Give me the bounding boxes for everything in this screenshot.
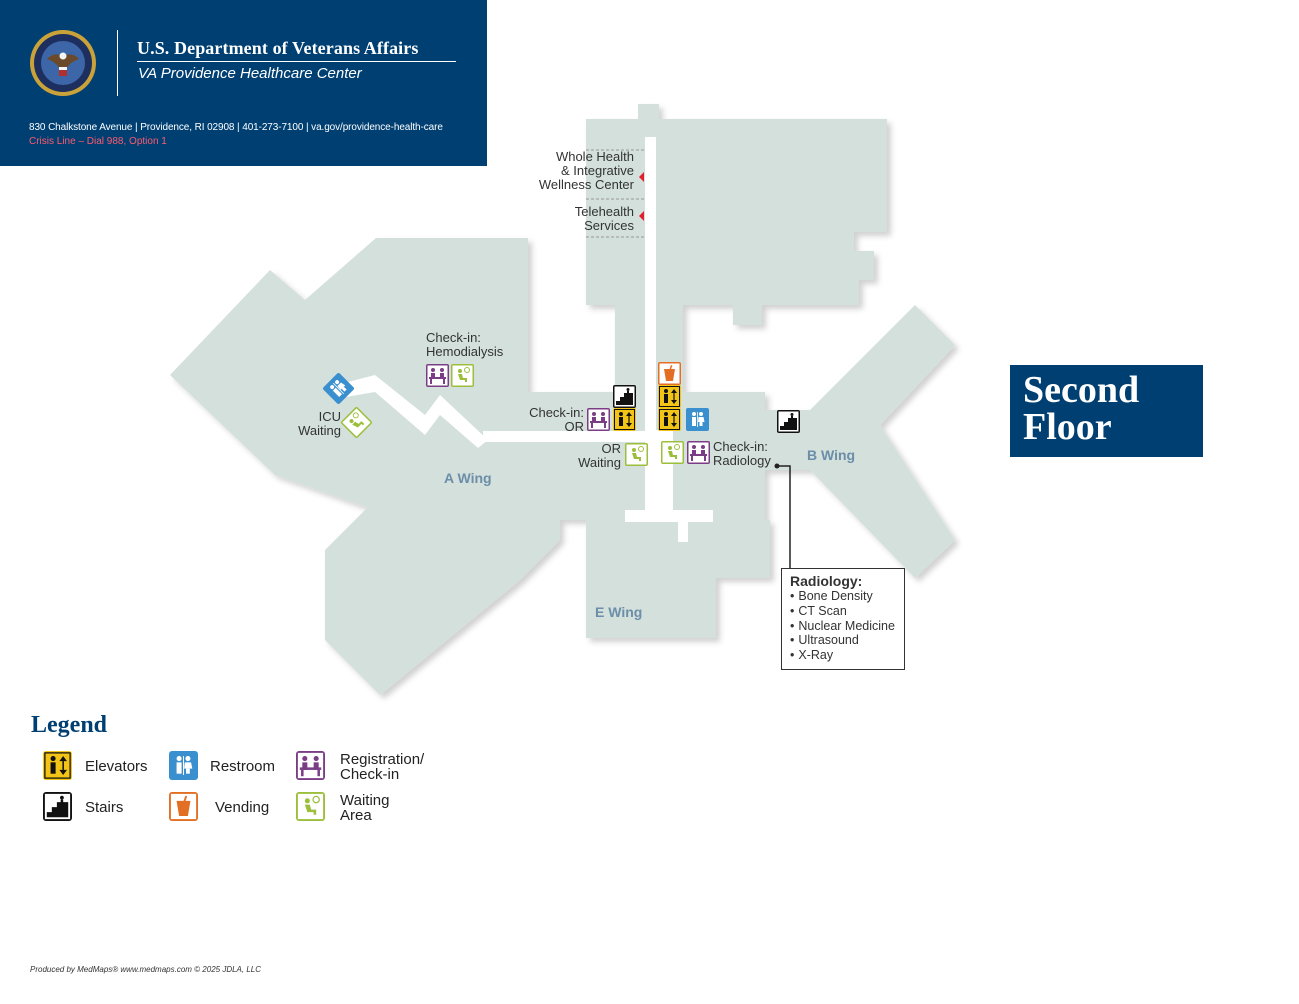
telehealth-entrance-marker [639, 211, 644, 221]
legend-label-restroom: Restroom [210, 758, 276, 775]
list-item: Ultrasound [790, 633, 904, 648]
waiting-area-icon [296, 792, 325, 821]
floor-title: Second Floor [1010, 365, 1203, 457]
radiology-leader [774, 463, 791, 568]
registration-icon[interactable] [687, 441, 710, 464]
whole-health-label: Whole Health & Integrative Wellness Cent… [538, 149, 634, 192]
registration-icon [296, 751, 325, 780]
legend-title: Legend [31, 712, 108, 738]
registration-icon[interactable] [426, 364, 449, 387]
restroom-icon[interactable] [322, 372, 355, 405]
a-wing-lower-shape [325, 440, 560, 695]
north-wing-shape [586, 104, 887, 415]
b-wing-shape [700, 305, 955, 578]
facility-name: VA Providence Healthcare Center [138, 65, 362, 82]
org-name-underline [137, 61, 456, 62]
checkin-or-label: Check-in: OR [529, 405, 584, 434]
legend-label-vending: Vending [215, 799, 270, 816]
radiology-callout-title: Radiology: [790, 573, 863, 589]
building-footprint [170, 104, 955, 695]
header-banner: U.S. Department of Veterans Affairs VA P… [0, 0, 487, 166]
telehealth-label: Telehealth Services [574, 204, 634, 233]
legend-label-registration: Registration/ Check-in [340, 751, 425, 783]
corridors [336, 137, 713, 542]
radiology-callout: Radiology: Bone Density CT Scan Nuclear … [781, 568, 905, 670]
crisis-line: Crisis Line – Dial 988, Option 1 [29, 136, 167, 147]
list-item: Bone Density [790, 589, 904, 604]
whole-health-entrance-marker [639, 172, 644, 182]
stairs-icon [43, 792, 72, 821]
north-wing-markers [586, 149, 645, 238]
va-seal-icon [30, 30, 96, 96]
floor-title-line1: Second [1023, 369, 1140, 411]
vending-icon[interactable] [658, 362, 681, 385]
e-wing-label: E Wing [595, 604, 643, 620]
registration-icon[interactable] [587, 408, 610, 431]
list-item: CT Scan [790, 604, 904, 619]
checkin-hemodialysis-label: Check-in: Hemodialysis [426, 330, 504, 359]
restroom-icon [169, 751, 198, 780]
elevator-icon[interactable] [613, 408, 636, 431]
stairs-icon[interactable] [613, 385, 636, 408]
org-name: U.S. Department of Veterans Affairs [137, 38, 419, 58]
b-wing-label: B Wing [807, 447, 856, 463]
waiting-area-icon[interactable] [451, 364, 474, 387]
restroom-icon[interactable] [686, 408, 709, 431]
header-divider [117, 30, 118, 96]
floor-title-line2: Floor [1023, 406, 1112, 448]
waiting-area-icon[interactable] [661, 441, 684, 464]
waiting-area-icon[interactable] [340, 406, 373, 439]
icu-waiting-label: ICU Waiting [298, 409, 341, 438]
legend-label-stairs: Stairs [85, 799, 124, 816]
elevator-icon [43, 751, 72, 780]
legend-label-elevators: Elevators [85, 758, 148, 775]
radiology-services-list: Bone Density CT Scan Nuclear Medicine Ul… [790, 589, 904, 663]
a-wing-label: A Wing [444, 470, 492, 486]
checkin-radiology-label: Check-in: Radiology [713, 439, 771, 468]
waiting-area-icon[interactable] [625, 443, 648, 466]
list-item: Nuclear Medicine [790, 619, 904, 634]
vending-icon [169, 792, 198, 821]
list-item: X-Ray [790, 648, 904, 663]
elevator-icon[interactable] [658, 385, 681, 408]
elevator-icon[interactable] [658, 408, 681, 431]
footer-credit: Produced by MedMaps® www.medmaps.com © 2… [30, 965, 261, 974]
legend-label-waiting-area: Waiting Area [340, 792, 390, 824]
or-waiting-label: OR Waiting [578, 441, 621, 470]
stairs-icon[interactable] [777, 410, 800, 433]
address-line: 830 Chalkstone Avenue | Providence, RI 0… [29, 122, 443, 133]
